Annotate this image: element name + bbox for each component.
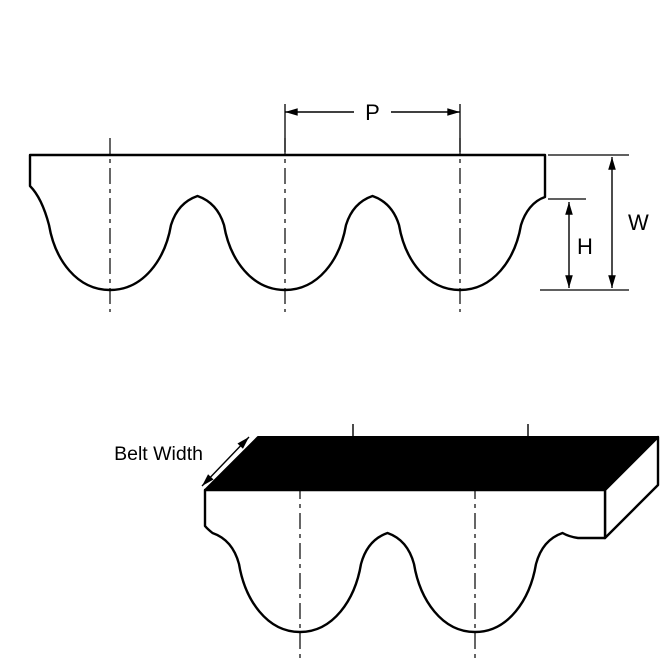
perspective-view: Belt Width [114, 424, 660, 659]
belt-width-label: Belt Width [114, 443, 203, 465]
overall-thickness-label: W [628, 210, 649, 235]
pitch-label: P [365, 100, 380, 125]
profile-view: P W H [28, 100, 649, 312]
belt-top-surface [204, 436, 659, 491]
belt-front-face [203, 488, 607, 634]
belt-profile-outline [28, 153, 547, 292]
pitch-label-background [354, 100, 391, 124]
tooth-height-label: H [577, 234, 593, 259]
belt-width-arrow [201, 436, 250, 487]
